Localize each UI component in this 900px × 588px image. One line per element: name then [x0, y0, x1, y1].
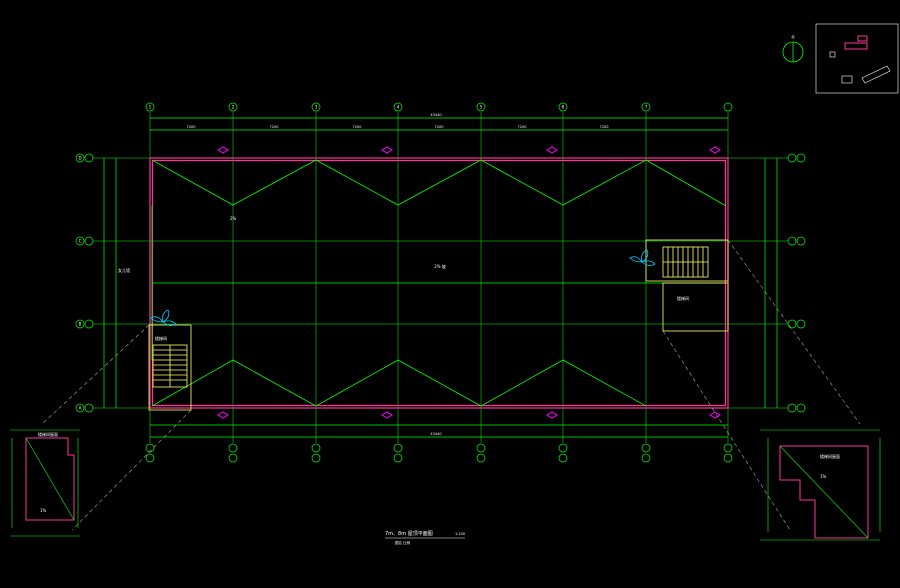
dimension-text: 43440 43440 7200 7200 7200 7200 7200 720…: [187, 113, 609, 436]
inset-left-note: 1%: [40, 508, 47, 513]
roof-slope-lines: [151, 159, 727, 407]
roof-note-left-label: 女儿墙: [118, 267, 130, 273]
key-plan-icon: [815, 23, 899, 94]
north-arrow-icon: 北: [782, 34, 804, 63]
grid-label-side-b: B: [79, 322, 82, 327]
grid-bubbles-right: [787, 153, 806, 413]
grid-bubbles-left: [75, 153, 94, 413]
drawing-title-scale: 1:100: [455, 532, 465, 536]
grid-label-top-5: 5: [480, 105, 483, 110]
roof-notes: 2% 坡 2% 楼梯间 楼梯间 女儿墙: [118, 216, 689, 341]
grid-label-top-7: 7: [645, 105, 648, 110]
grid-bubbles-top: [145, 102, 733, 112]
north-arrow-label: 北: [791, 34, 795, 39]
bay-dim-5: 7200: [518, 125, 527, 129]
inset-left: 楼梯间屋面 1%: [10, 429, 80, 537]
grid-label-top-1: 1: [149, 105, 152, 110]
grid-label-top-3: 3: [315, 105, 318, 110]
bay-dim-1: 7200: [187, 125, 196, 129]
roof-note-center: 2% 坡: [434, 263, 446, 269]
dimension-lines: [103, 117, 778, 438]
grid-label-top-6: 6: [562, 105, 565, 110]
stair-right: [645, 239, 729, 332]
inset-right-title: 楼梯间屋面: [820, 453, 840, 459]
roof-drain-icon: [217, 146, 721, 419]
dimension-top-total: 43440: [430, 113, 441, 117]
drawing-title-main: 7m、8m 屋顶平面图: [385, 531, 433, 537]
grid-bubbles-bottom: [145, 443, 733, 463]
roof-note-slope: 2%: [230, 216, 237, 221]
grid-lines-vertical: [149, 112, 729, 443]
stair-left: [148, 324, 192, 411]
bay-dim-6: 7200: [600, 125, 609, 129]
inset-right-note: 1%: [820, 474, 827, 479]
inset-guide-lines: [41, 239, 861, 531]
bay-dim-3: 7200: [353, 125, 362, 129]
drawing-title: 7m、8m 屋顶平面图 1:100 图名 比例: [385, 531, 465, 545]
bay-dim-4: 7200: [435, 125, 444, 129]
inset-left-title: 楼梯间屋面: [38, 431, 58, 437]
bay-dim-2: 7200: [270, 125, 279, 129]
grid-label-top-2: 2: [232, 105, 235, 110]
grid-label-side-d: D: [78, 156, 81, 161]
grid-label-top-4: 4: [397, 105, 400, 110]
grid-label-side-a: A: [79, 406, 82, 411]
inset-right: 楼梯间屋面 1%: [760, 429, 881, 541]
drawing-title-sub: 图名 比例: [395, 540, 411, 545]
grid-label-side-c: C: [79, 239, 82, 244]
plant-icon: [150, 249, 656, 326]
roof-note-stair-right: 楼梯间: [677, 295, 689, 301]
grid-labels: 1 2 3 4 5 6 7 D C B A: [78, 105, 647, 411]
roof-note-stair-left: 楼梯间: [155, 335, 167, 341]
dimension-bottom-total: 43440: [430, 432, 441, 436]
